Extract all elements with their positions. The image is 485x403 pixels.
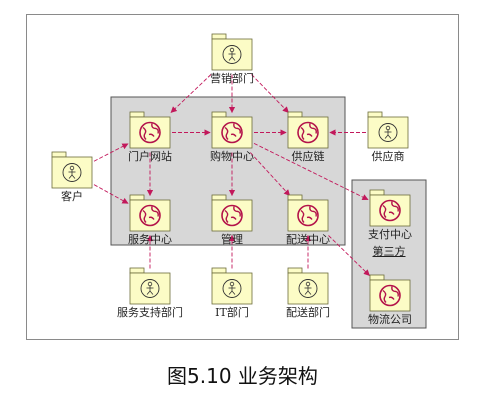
label-portal: 门户网站 [128,150,172,163]
package-it[interactable] [211,267,253,305]
package-customer[interactable] [51,151,93,189]
globe-icon [139,121,161,144]
package-logistics[interactable] [369,274,411,312]
globe-icon [221,121,243,144]
actor-icon [298,279,318,298]
package-supplier[interactable] [367,111,409,149]
label-logistics: 物流公司 [368,313,412,326]
actor-icon [222,45,242,64]
globe-icon [297,121,319,144]
label-it: IT部门 [215,306,249,319]
edge-marketing-supply [251,74,289,113]
label-marketing: 营销部门 [210,72,254,85]
edge-delivery-logistics [328,235,370,276]
globe-icon [297,204,319,227]
globe-icon [139,204,161,227]
actor-icon [140,279,160,298]
label-payment: 支付中心 [368,228,412,241]
globe-icon [221,204,243,227]
package-shopping[interactable] [211,111,253,149]
label-deliverydept: 配送部门 [286,306,330,319]
package-manage[interactable] [211,194,253,232]
package-portal[interactable] [129,111,171,149]
edge-shopping-delivery [249,152,291,196]
actor-icon [62,163,82,182]
package-service[interactable] [129,194,171,232]
edge-customer-portal [93,143,129,162]
package-marketing[interactable] [211,33,253,71]
label-svcsupport: 服务支持部门 [117,306,183,319]
globe-icon [379,199,401,222]
package-delivery[interactable] [287,194,329,232]
label-manage: 管理 [221,233,243,246]
label-supply: 供应链 [291,150,325,163]
actor-icon [378,123,398,142]
package-payment[interactable] [369,189,411,227]
label-customer: 客户 [61,190,83,203]
edge-shopping-payment [253,142,369,201]
label-delivery: 配送中心 [286,233,330,246]
edge-customer-service [93,184,129,204]
globe-icon [379,284,401,307]
label-supplier: 供应商 [371,150,405,163]
package-svcsupport[interactable] [129,267,171,305]
package-deliverydept[interactable] [287,267,329,305]
group-label-third: 第三方 [372,245,406,258]
actor-icon [222,279,242,298]
figure-caption: 图5.10 业务架构 [167,364,318,388]
edge-marketing-portal [170,74,212,113]
label-service: 服务中心 [128,233,172,246]
label-shopping: 购物中心 [210,150,254,163]
package-supply[interactable] [287,111,329,149]
